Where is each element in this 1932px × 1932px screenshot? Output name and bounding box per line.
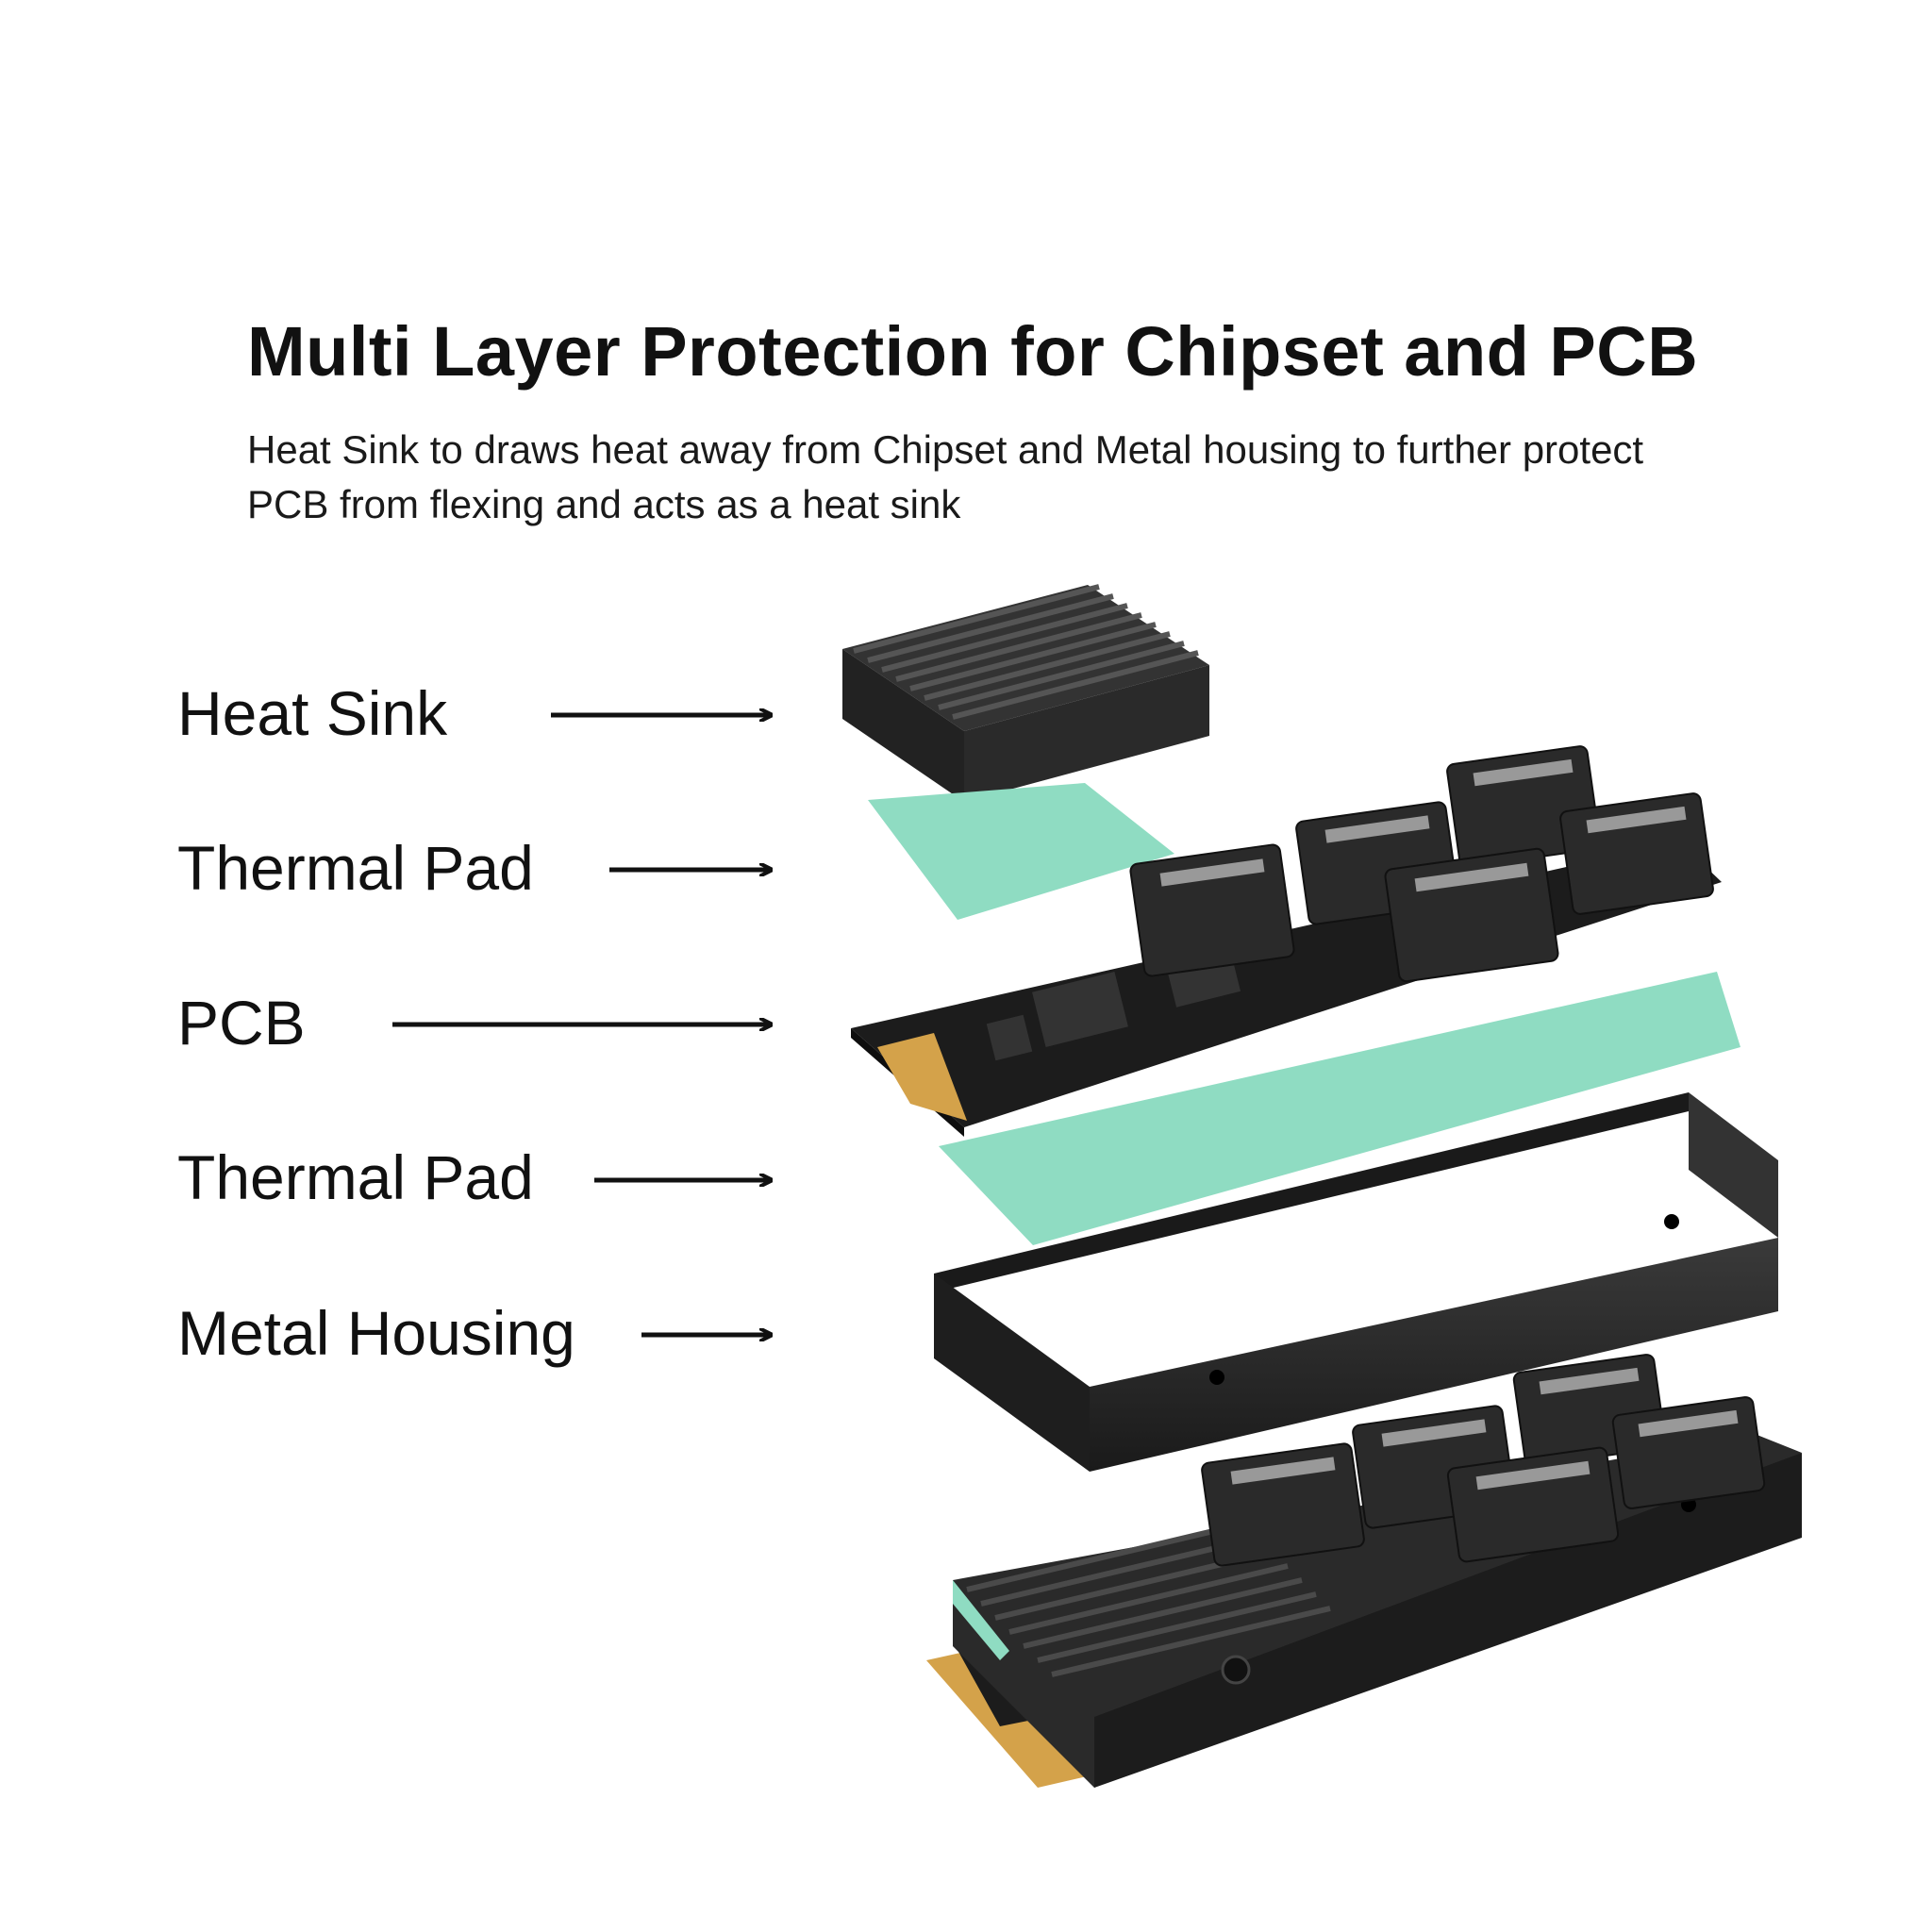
label-pcb: PCB — [177, 988, 306, 1058]
heat-sink-part — [842, 584, 1209, 802]
thermal-pad-bottom-part — [939, 972, 1740, 1245]
housing-screw-hole-1 — [1209, 1370, 1224, 1385]
pcb-part — [851, 745, 1722, 1137]
product-screw — [1221, 1655, 1251, 1685]
page-subtitle: Heat Sink to draws heat away from Chipse… — [247, 427, 1644, 526]
label-thermal-pad-bottom: Thermal Pad — [177, 1142, 534, 1212]
page-title: Multi Layer Protection for Chipset and P… — [247, 312, 1699, 391]
label-metal-housing: Metal Housing — [177, 1298, 575, 1368]
housing-screw-hole-2 — [1664, 1214, 1679, 1229]
metal-housing-part — [934, 1092, 1778, 1472]
assembled-product — [926, 1354, 1802, 1788]
thermal-pad-top-part — [868, 783, 1174, 920]
label-thermal-pad-top: Thermal Pad — [177, 833, 534, 903]
label-heat-sink: Heat Sink — [177, 678, 448, 748]
